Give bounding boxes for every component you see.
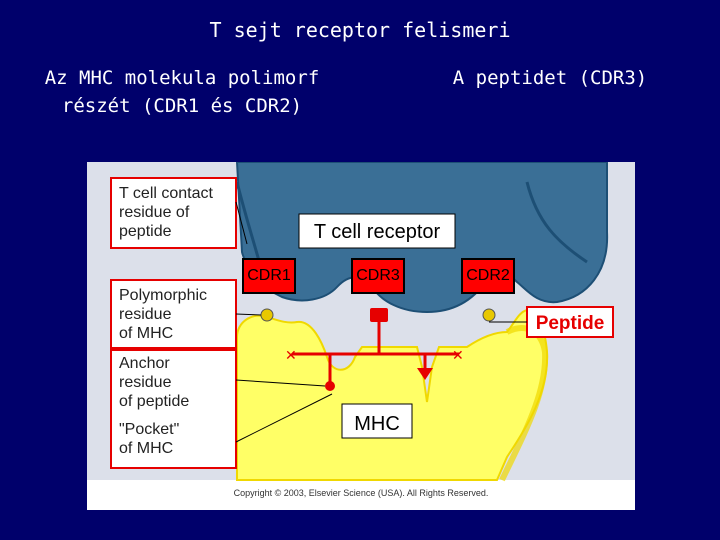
polymorphic-label-1: Polymorphic xyxy=(119,287,207,304)
cdr3-contact-residue xyxy=(370,308,388,322)
polymorphic-label-box xyxy=(110,279,237,349)
anchor-label-3: of peptide xyxy=(119,393,189,410)
pocket-pointer xyxy=(235,393,333,443)
contact-pointer xyxy=(235,201,248,245)
cdr2-box: CDR2 xyxy=(461,258,515,294)
peptide-label: Peptide xyxy=(536,313,605,334)
anchor-label-1: Anchor xyxy=(119,355,170,372)
peptide-left-end-mark: ✕ xyxy=(285,347,297,363)
contact-label-box xyxy=(110,177,237,249)
anchor-label-2: residue xyxy=(119,374,172,391)
tcr-label: T cell receptor xyxy=(314,221,441,243)
mhc-label: MHC xyxy=(354,413,400,435)
slide-title: T sejt receptor felismeri xyxy=(209,18,511,42)
peptide-right-end-mark: ✕ xyxy=(452,347,464,363)
polymorphic-residue-right xyxy=(482,308,496,322)
mhc-label-box xyxy=(341,403,413,439)
anchor-pointer xyxy=(235,379,326,387)
tcr-shadow-right xyxy=(525,181,588,264)
polymorphic-residue-left xyxy=(260,308,274,322)
cdr1-box: CDR1 xyxy=(242,258,296,294)
figure-footer-strip xyxy=(87,480,635,510)
tcr-mhc-figure: T cell receptor MHC ✕ ✕ Peptide T cell c… xyxy=(87,162,635,510)
left-subtitle-line-2: részét (CDR1 és CDR2) xyxy=(61,95,303,117)
right-subtitle-line-1: A peptidet (CDR3) xyxy=(452,67,648,89)
anchor-pocket-label-box xyxy=(110,349,237,469)
polymorphic-pointer xyxy=(235,313,262,316)
contact-label-2: residue of xyxy=(119,204,190,221)
polymorphic-label-3: of MHC xyxy=(119,325,173,342)
right-subtitle: A peptidet (CDR3) xyxy=(420,64,680,92)
tcr-label-box xyxy=(298,213,456,249)
peptide-label-box xyxy=(526,306,614,338)
pocket-residue xyxy=(417,368,433,380)
polymorphic-label-2: residue xyxy=(119,306,172,323)
figure-copyright: Copyright © 2003, Elsevier Science (USA)… xyxy=(234,488,489,498)
pocket-label-1: "Pocket" xyxy=(119,421,179,438)
left-subtitle-line-1: Az MHC molekula polimorf xyxy=(44,67,320,89)
left-subtitle: Az MHC molekula polimorf részét (CDR1 és… xyxy=(22,64,342,120)
anchor-residue xyxy=(325,381,335,391)
figure-svg: T cell receptor MHC ✕ ✕ Peptide T cell c… xyxy=(87,162,635,510)
contact-label-1: T cell contact xyxy=(119,185,214,202)
contact-label-3: peptide xyxy=(119,223,172,240)
pocket-label-2: of MHC xyxy=(119,440,173,457)
cdr3-box: CDR3 xyxy=(351,258,405,294)
